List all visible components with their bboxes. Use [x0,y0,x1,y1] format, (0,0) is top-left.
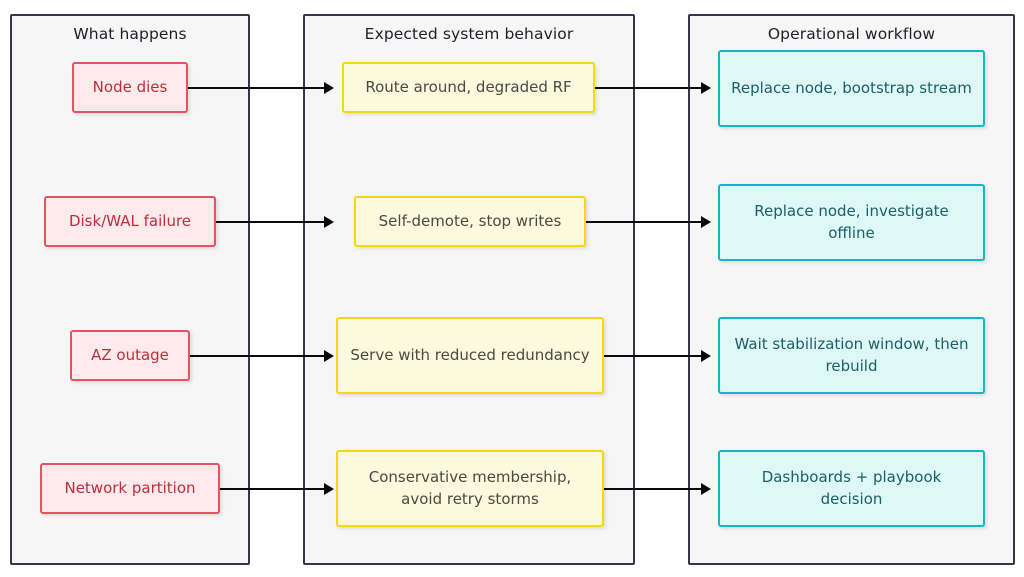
arrow-head-row4-cause-to-behavior [324,483,334,495]
group-title-expected-system-behavior: Expected system behavior [364,25,574,43]
arrow-line-row4-cause-to-behavior [220,488,324,490]
node-workflow-replace-node-bootstrap[interactable]: Replace node, bootstrap stream [718,50,985,127]
arrow-line-row2-cause-to-behavior [216,221,324,223]
node-cause-disk-wal-failure[interactable]: Disk/WAL failure [44,196,216,247]
node-cause-network-partition[interactable]: Network partition [40,463,220,514]
arrow-head-row4-behavior-to-workflow [701,483,711,495]
arrow-head-row1-behavior-to-workflow [701,82,711,94]
node-cause-node-dies[interactable]: Node dies [72,62,188,113]
node-workflow-wait-stabilization[interactable]: Wait stabilization window, then rebuild [718,317,985,394]
group-title-what-happens: What happens [73,25,187,43]
node-cause-az-outage[interactable]: AZ outage [70,330,190,381]
arrow-head-row3-behavior-to-workflow [701,350,711,362]
node-workflow-dashboards-playbook[interactable]: Dashboards + playbook decision [718,450,985,527]
node-behavior-route-around[interactable]: Route around, degraded RF [342,62,595,113]
arrow-line-row3-behavior-to-workflow [604,355,701,357]
arrow-line-row3-cause-to-behavior [190,355,324,357]
group-title-operational-workflow: Operational workflow [767,25,936,43]
node-behavior-serve-reduced-redundancy[interactable]: Serve with reduced redundancy [336,317,604,394]
node-behavior-conservative-membership[interactable]: Conservative membership, avoid retry sto… [336,450,604,527]
node-workflow-replace-node-investigate[interactable]: Replace node, investigate offline [718,184,985,261]
arrow-line-row1-cause-to-behavior [188,87,324,89]
arrow-line-row1-behavior-to-workflow [595,87,701,89]
arrow-head-row1-cause-to-behavior [324,82,334,94]
arrow-head-row3-cause-to-behavior [324,350,334,362]
arrow-line-row2-behavior-to-workflow [586,221,701,223]
arrow-head-row2-behavior-to-workflow [701,216,711,228]
arrow-head-row2-cause-to-behavior [324,216,334,228]
arrow-line-row4-behavior-to-workflow [604,488,701,490]
node-behavior-self-demote[interactable]: Self-demote, stop writes [354,196,586,247]
